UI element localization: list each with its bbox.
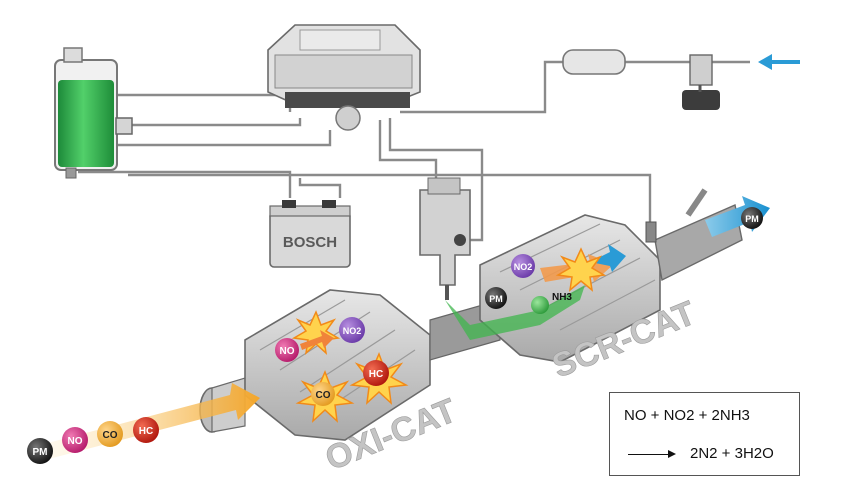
svg-text:HC: HC [369,369,383,380]
svg-text:PM: PM [745,214,759,224]
molecule-no-in: NO [62,427,88,453]
molecule-pm-out: PM [741,207,763,229]
air-inlet-arrow-icon [758,54,800,70]
molecule-co-in: CO [97,421,123,447]
molecule-no-oxi: NO [275,338,299,362]
svg-text:NO: NO [68,436,83,447]
molecule-no2-scr: NO2 [511,254,535,278]
urea-spray [445,285,585,340]
svg-text:PM: PM [489,294,503,304]
svg-text:CO: CO [316,390,331,401]
battery-brand-label: BOSCH [283,234,337,251]
equation-reactants: NO + NO2 + 2NH3 [624,407,750,424]
svg-text:NO2: NO2 [343,326,362,336]
svg-text:HC: HC [139,426,153,437]
molecule-pm-scr: PM [485,287,507,309]
svg-text:CO: CO [103,430,118,441]
molecule-hc-in: HC [133,417,159,443]
svg-text:NO: NO [280,346,295,357]
equation-products-row: 2N2 + 3H2O [628,445,774,462]
urea-tank [54,47,133,179]
molecule-no2-oxi: NO2 [339,317,365,343]
wiring-harness [78,60,750,242]
svg-text:NH3: NH3 [552,292,572,303]
dosing-module [419,177,471,300]
molecule-hc-oxi: HC [363,360,389,386]
reaction-arrow-icon [628,449,676,458]
molecule-co-oxi: CO [311,382,335,406]
pressure-sensor [562,49,720,110]
molecule-pm-in: PM [27,438,53,464]
control-unit [267,24,421,131]
svg-text:PM: PM [33,447,48,458]
molecule-nh3-scr: NH3 [531,292,572,314]
equation-products: 2N2 + 3H2O [690,445,774,462]
reaction-equation-box: NO + NO2 + 2NH3 2N2 + 3H2O [609,392,800,476]
battery: BOSCH [269,200,351,268]
svg-text:NO2: NO2 [514,262,533,272]
